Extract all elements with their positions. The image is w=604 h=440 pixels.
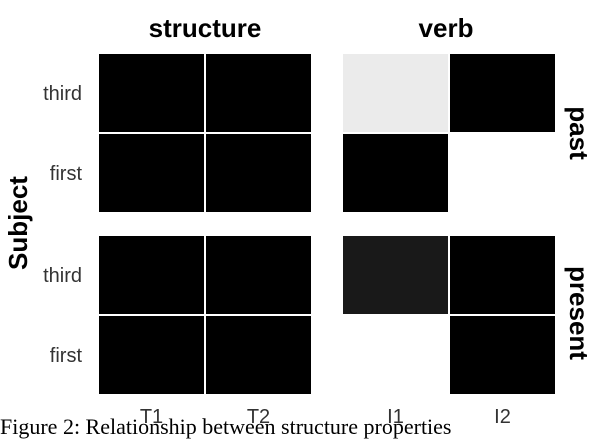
- figure-caption: Figure 2: Relationship between structure…: [0, 414, 452, 439]
- column-label-I1: I1: [387, 406, 404, 428]
- cell-verb-present-first-I2: [448, 314, 557, 396]
- row-label-past-third: third: [43, 83, 82, 105]
- svg-text:structure: structure: [149, 13, 262, 43]
- cell-verb-past-third-I1: [341, 52, 450, 134]
- row-label-past-first: first: [50, 163, 83, 185]
- cell-verb-present-third-I1: [341, 234, 450, 316]
- cell-structure-present-third-T2: [204, 234, 313, 316]
- cell-verb-past-first-I1: [341, 132, 450, 214]
- cell-verb-present-third-I2: [448, 234, 557, 316]
- facet-label-present: present: [564, 266, 594, 360]
- facet-label-past: past: [564, 106, 594, 160]
- y-axis-title: Subject: [3, 176, 33, 270]
- column-label-T1: T1: [140, 406, 163, 428]
- cell-structure-past-first-T1: [97, 132, 206, 214]
- cell-structure-past-first-T2: [204, 132, 313, 214]
- cell-structure-present-first-T2: [204, 314, 313, 396]
- panel-title-verb: verb: [419, 13, 474, 43]
- column-labels: T1 T2 I1 I2: [140, 406, 511, 428]
- heatmap-cells: [97, 52, 557, 396]
- cell-structure-present-first-T1: [97, 314, 206, 396]
- cell-structure-past-third-T2: [204, 52, 313, 134]
- row-label-present-first: first: [50, 345, 83, 367]
- cell-verb-past-third-I2: [448, 52, 557, 134]
- panel-title-structure: structure: [149, 13, 262, 43]
- cell-structure-present-third-T1: [97, 234, 206, 316]
- row-labels: third first third first: [43, 83, 82, 367]
- column-label-I2: I2: [494, 406, 511, 428]
- column-label-T2: T2: [247, 406, 270, 428]
- svg-text:verb: verb: [419, 13, 474, 43]
- row-label-present-third: third: [43, 265, 82, 287]
- cell-structure-past-third-T1: [97, 52, 206, 134]
